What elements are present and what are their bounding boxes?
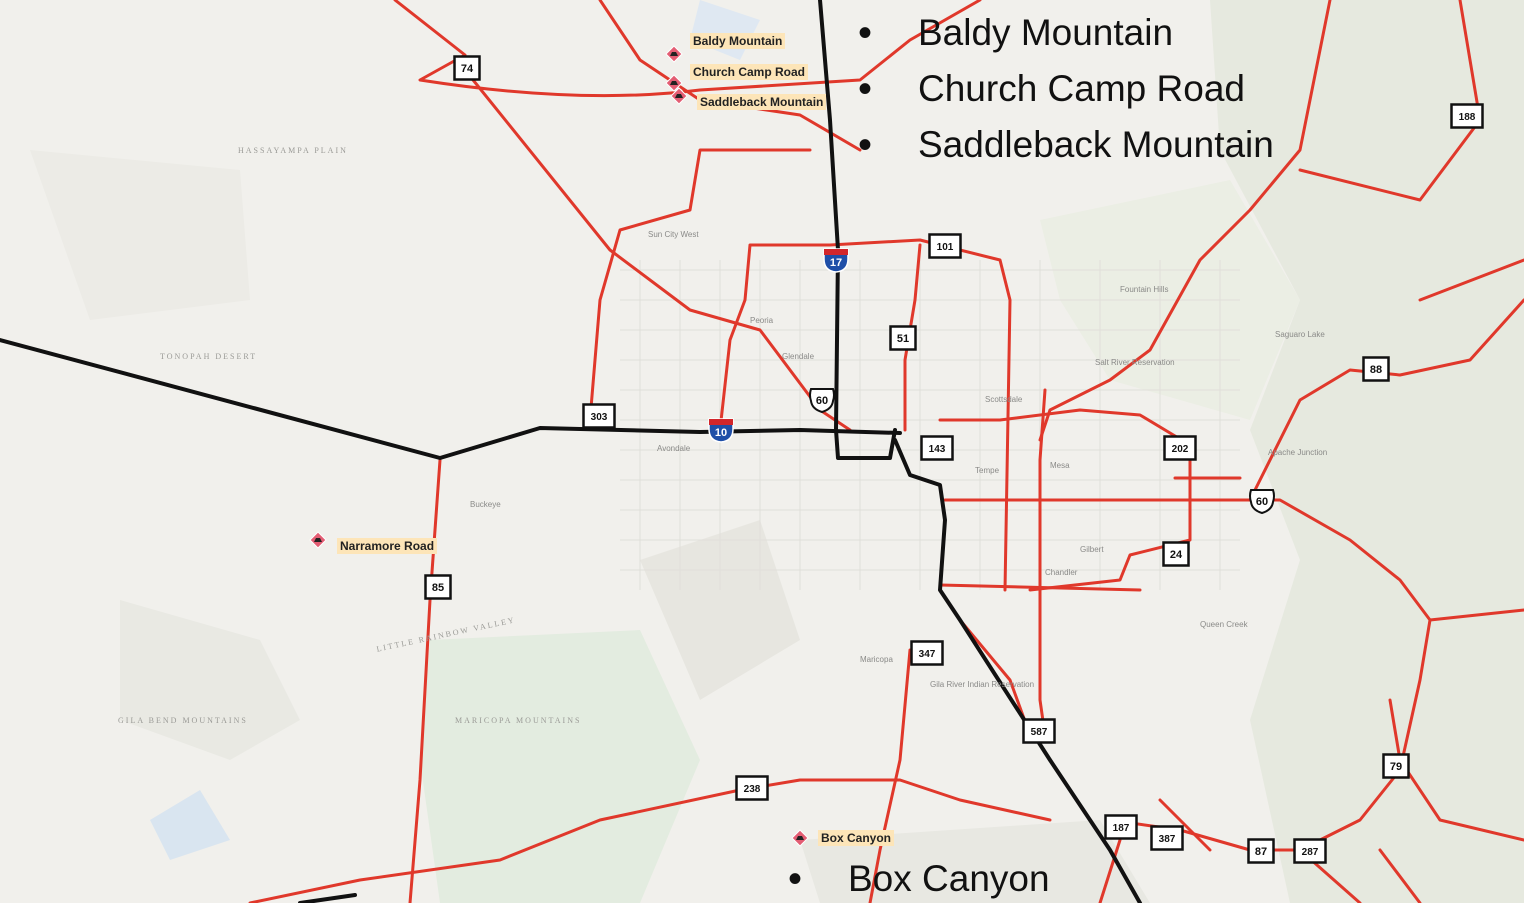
route-shield-60[interactable]: 60 (808, 387, 836, 413)
route-shield-number: 79 (1390, 761, 1402, 773)
route-shield-number: 187 (1113, 823, 1130, 834)
route-shield-60[interactable]: 60 (1248, 488, 1276, 514)
place-label: Salt River Reservation (1095, 358, 1175, 367)
marker-label[interactable]: Narramore Road (337, 538, 438, 554)
marker-label[interactable]: Box Canyon (818, 830, 895, 846)
route-shield-number: 60 (816, 395, 828, 407)
bullet-item: Church Camp Road (858, 61, 1274, 117)
route-shield-number: 303 (591, 412, 608, 423)
route-shield-24[interactable]: 24 (1162, 541, 1190, 567)
route-shield-number: 10 (715, 427, 727, 439)
region-label: TONOPAH DESERT (160, 352, 258, 361)
route-shield-85[interactable]: 85 (424, 574, 452, 600)
route-shield-188[interactable]: 188 (1450, 103, 1484, 129)
route-shield-79[interactable]: 79 (1382, 753, 1410, 779)
place-label: Saguaro Lake (1275, 330, 1325, 339)
route-shield-387[interactable]: 387 (1150, 825, 1184, 851)
bullet-list-top: Baldy Mountain Church Camp Road Saddleba… (858, 5, 1274, 173)
marker-label[interactable]: Church Camp Road (690, 64, 809, 80)
marker-label[interactable]: Baldy Mountain (690, 33, 786, 49)
region-label: MARICOPA MOUNTAINS (455, 716, 582, 725)
place-label: Gilbert (1080, 545, 1104, 554)
road-closure-icon[interactable] (791, 829, 809, 847)
route-shield-101[interactable]: 101 (928, 233, 962, 259)
route-shield-88[interactable]: 88 (1362, 356, 1390, 382)
road-closure-icon[interactable] (309, 531, 327, 549)
bullet-list-bottom: Box Canyon (788, 851, 1050, 903)
route-shield-number: 85 (432, 582, 444, 594)
place-label: Buckeye (470, 500, 501, 509)
route-shield-51[interactable]: 51 (889, 325, 917, 351)
route-shield-number: 202 (1172, 444, 1189, 455)
place-label: Scottsdale (985, 395, 1023, 404)
route-shield-287[interactable]: 287 (1293, 838, 1327, 864)
place-label: Sun City West (648, 230, 699, 239)
place-label: Glendale (782, 352, 815, 361)
place-label: Tempe (975, 466, 1000, 475)
place-label: Maricopa (860, 655, 893, 664)
route-shield-number: 24 (1170, 549, 1183, 561)
bullet-item: Baldy Mountain (858, 5, 1274, 61)
road-closure-icon[interactable] (665, 74, 683, 92)
route-shield-238[interactable]: 238 (735, 775, 769, 801)
route-shield-87[interactable]: 87 (1247, 838, 1275, 864)
route-shield-number: 101 (937, 242, 954, 253)
route-shield-number: 60 (1256, 496, 1268, 508)
route-shield-number: 74 (461, 63, 474, 75)
bullet-item: Box Canyon (788, 851, 1050, 903)
place-label: Fountain Hills (1120, 285, 1169, 294)
route-shield-187[interactable]: 187 (1104, 814, 1138, 840)
marker-label[interactable]: Saddleback Mountain (697, 94, 827, 110)
route-shield-347[interactable]: 347 (910, 640, 944, 666)
route-shield-number: 347 (919, 649, 936, 660)
route-shield-143[interactable]: 143 (920, 435, 954, 461)
route-shield-number: 143 (929, 444, 946, 455)
place-label: Mesa (1050, 461, 1070, 470)
interstate-network (0, 0, 1142, 903)
route-shield-number: 17 (830, 257, 842, 269)
road-closure-icon[interactable] (670, 87, 688, 105)
route-shield-202[interactable]: 202 (1163, 435, 1197, 461)
route-shield-number: 238 (744, 784, 761, 795)
route-shield-303[interactable]: 303 (582, 403, 616, 429)
route-shield-number: 188 (1459, 112, 1476, 123)
place-label: Peoria (750, 316, 774, 325)
route-shield-number: 51 (897, 333, 909, 345)
route-shield-number: 287 (1302, 847, 1319, 858)
route-shield-number: 87 (1255, 846, 1267, 858)
region-label: HASSAYAMPA PLAIN (238, 146, 348, 155)
route-shield-74[interactable]: 74 (453, 55, 481, 81)
route-shield-number: 387 (1159, 834, 1176, 845)
route-shield-17[interactable]: 17 (822, 247, 850, 273)
route-shield-587[interactable]: 587 (1022, 718, 1056, 744)
bullet-item: Saddleback Mountain (858, 117, 1274, 173)
place-label: Avondale (657, 444, 691, 453)
place-label: Apache Junction (1268, 448, 1328, 457)
route-shield-10[interactable]: 10 (707, 417, 735, 443)
route-shield-number: 88 (1370, 364, 1382, 376)
region-label: GILA BEND MOUNTAINS (118, 716, 248, 725)
route-shield-number: 587 (1031, 727, 1048, 738)
place-label: Gila River Indian Reservation (930, 680, 1035, 689)
road-closure-icon[interactable] (665, 45, 683, 63)
place-label: Chandler (1045, 568, 1078, 577)
place-label: Queen Creek (1200, 620, 1248, 629)
